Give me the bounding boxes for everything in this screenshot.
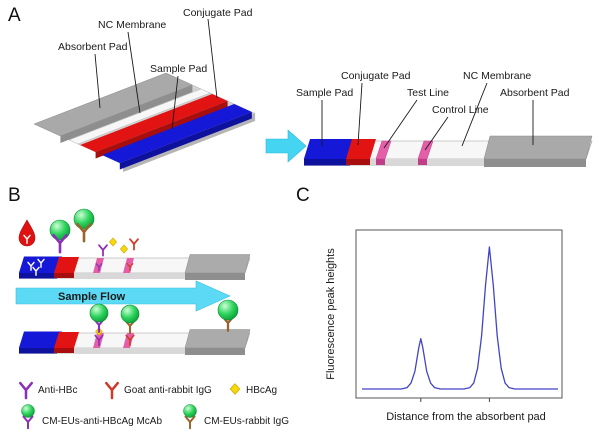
sample-pad-label: Sample Pad [150,63,207,75]
test-line-leader [383,99,418,149]
fluorescence-curve [362,246,558,390]
absorbent-pad-leader [94,53,101,109]
strip2-conjugate-pad [54,332,79,348]
legend-item: Goat anti-rabbit IgG [104,381,212,400]
strip2-control-band [123,333,134,348]
assembled-strip-view [303,135,593,167]
sample-pad-3d [102,104,252,163]
legend-item: Anti-HBc [18,381,77,400]
conjugate-particles [49,208,139,257]
strip2-conjugate-pad-front [54,348,74,353]
conjugate-pad-3d-front [95,101,228,159]
assembled-sample-pad-front [304,159,350,166]
exploded-strip-view [33,72,256,172]
panel-a-diagram: Conjugate Pad NC Membrane Absorbent Pad … [33,7,593,172]
free-antibody-purple [98,244,108,257]
nc-membrane-label: NC Membrane [98,19,166,31]
strip1-conjugate-pad-front [54,273,74,278]
diamond-yellow-icon [229,383,241,395]
conjugate-pad-label: Conjugate Pad [183,7,253,19]
nc-membrane-label-2: NC Membrane [463,70,531,82]
legend-label: Goat anti-rabbit IgG [124,385,212,396]
legend-label: Anti-HBc [38,385,77,396]
control-line-band-front [418,159,427,165]
strip2-absorbent-pad-front [185,348,245,355]
strip1-absorbent-pad-front [185,273,245,280]
sample-flow-label: Sample Flow [58,291,126,303]
test-line-band-front [376,159,385,165]
legend-item: CM-EUs-rabbit IgG [183,404,289,430]
assembled-absorbent-pad-front [484,159,586,167]
chart-ylabel: Fluorescence peak heights [325,248,337,380]
panel-b-diagram: Sample Flow [15,208,289,430]
test-line-label: Test Line [407,87,449,99]
strip1-absorbent-pad [184,254,251,274]
reaction-strip-before [18,254,251,280]
antibody-red-icon [104,381,120,400]
nc-membrane-leader [127,31,141,114]
blood-drop-icon [18,219,36,247]
free-hbcag-1 [109,237,117,247]
assembled-absorbent-pad [483,135,593,160]
strip1-sample-pad-front [19,273,57,279]
strip2-absorbent-pad [184,329,251,349]
strip1-conjugate-pad [54,257,79,273]
conjugate-pad-3d [80,94,228,152]
conjugate-pad-label-2: Conjugate Pad [341,70,411,82]
sample-pad-label-2: Sample Pad [296,87,353,99]
chart-frame [355,229,563,399]
microsphere-antibody-purple-icon [21,404,35,430]
microsphere-conjugate-purple [49,219,71,254]
microsphere-conjugate-brown [73,208,95,243]
free-hbcag-2 [120,244,128,254]
sample-flow-arrow-icon [15,280,231,312]
absorbent-pad-label: Absorbent Pad [58,41,128,53]
control-line-label: Control Line [432,104,489,116]
x-axis-ticks [420,398,490,402]
legend-label: CM-EUs-anti-HBcAg McAb [42,416,162,427]
conjugate-pad-leader-2 [357,82,363,146]
panel-c-label: C [296,185,310,206]
exploded-labels: Conjugate Pad NC Membrane Absorbent Pad … [58,7,253,130]
strip2-sample-pad [19,331,62,348]
antibody-purple-icon [18,381,34,400]
control-line-leader [424,116,449,151]
assembly-arrow-icon [265,129,307,163]
conjugate-pad-leader [207,18,218,99]
assembled-conjugate-pad [346,139,376,159]
legend-label: HBcAg [246,385,277,396]
sample-pad-3d-front [119,112,252,170]
absorbent-pad-label-2: Absorbent Pad [500,87,570,99]
assembled-conjugate-pad-front [346,159,370,165]
assembled-sample-pad [304,139,356,159]
panel-b-label: B [8,185,21,206]
legend-item: CM-EUs-anti-HBcAg McAb [21,404,162,430]
legend-item: HBcAg [229,383,277,396]
free-antibody-red [129,238,139,251]
test-line-complex [89,303,109,347]
strip2-sample-pad-front [19,348,57,354]
panel-a-label: A [8,5,21,26]
absorbent-pad-3d-front [60,85,193,143]
excess-conjugate-on-absorbent [217,299,239,332]
sample-flow-arrow: Sample Flow [15,280,231,312]
sample-pad-leader [171,75,179,130]
microsphere-antibody-brown-icon [183,404,197,430]
chart-xlabel: Distance from the absorbent pad [386,411,546,423]
control-line-complex [120,304,140,347]
nc-membrane-leader-2 [461,82,488,147]
legend-label: CM-EUs-rabbit IgG [204,416,289,427]
assembled-labels: Sample Pad Conjugate Pad Test Line Contr… [296,70,570,151]
reaction-strip-after [18,299,251,355]
antibody-legend: Anti-HBc Goat anti-rabbit IgG HBcAg CM-E… [18,381,289,430]
panel-c-chart: Fluorescence peak heights Distance from … [325,229,563,423]
